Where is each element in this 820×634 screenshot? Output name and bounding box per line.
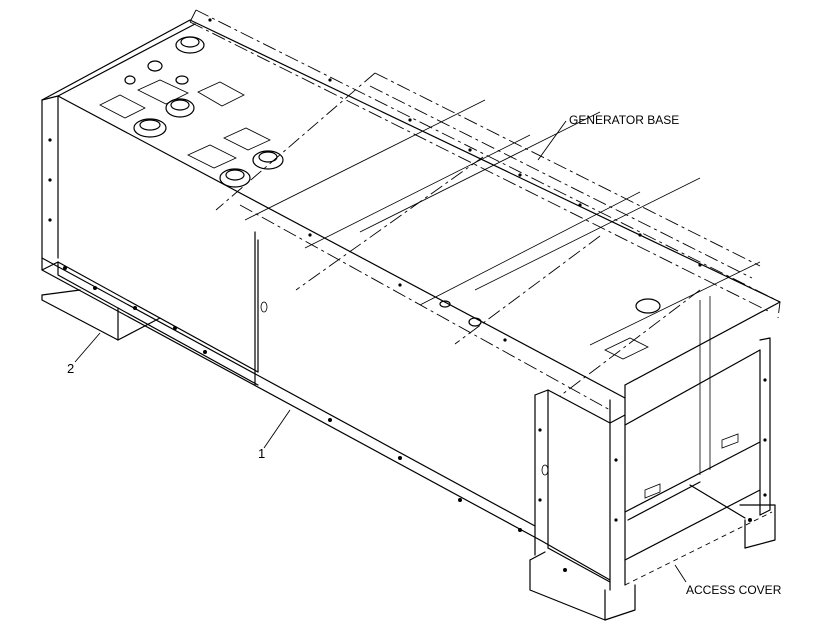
support-skids bbox=[41, 289, 776, 621]
fill-fittings bbox=[124, 36, 661, 327]
side-panel bbox=[41, 95, 541, 541]
tank-top-surface bbox=[41, 19, 781, 399]
item-1-label: 1 bbox=[258, 446, 265, 461]
callout-access-cover: ACCESS COVER bbox=[674, 564, 782, 597]
bolt-holes bbox=[48, 18, 767, 572]
callout-generator-base: GENERATOR BASE bbox=[537, 113, 679, 161]
item-2-label: 2 bbox=[67, 361, 74, 376]
access-cover-outline bbox=[624, 511, 773, 586]
callout-item-2: 2 bbox=[67, 332, 101, 376]
callout-item-1: 1 bbox=[258, 409, 291, 461]
end-frame bbox=[534, 296, 771, 591]
generator-base-label: GENERATOR BASE bbox=[569, 113, 679, 127]
access-cover-label: ACCESS COVER bbox=[686, 583, 782, 597]
